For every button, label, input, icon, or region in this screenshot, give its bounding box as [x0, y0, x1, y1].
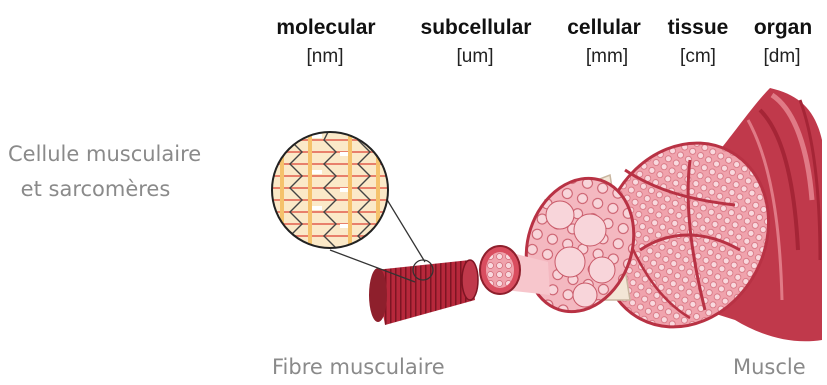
sarcomere-magnifier: [268, 128, 392, 252]
muscle-fibre: [369, 260, 478, 325]
